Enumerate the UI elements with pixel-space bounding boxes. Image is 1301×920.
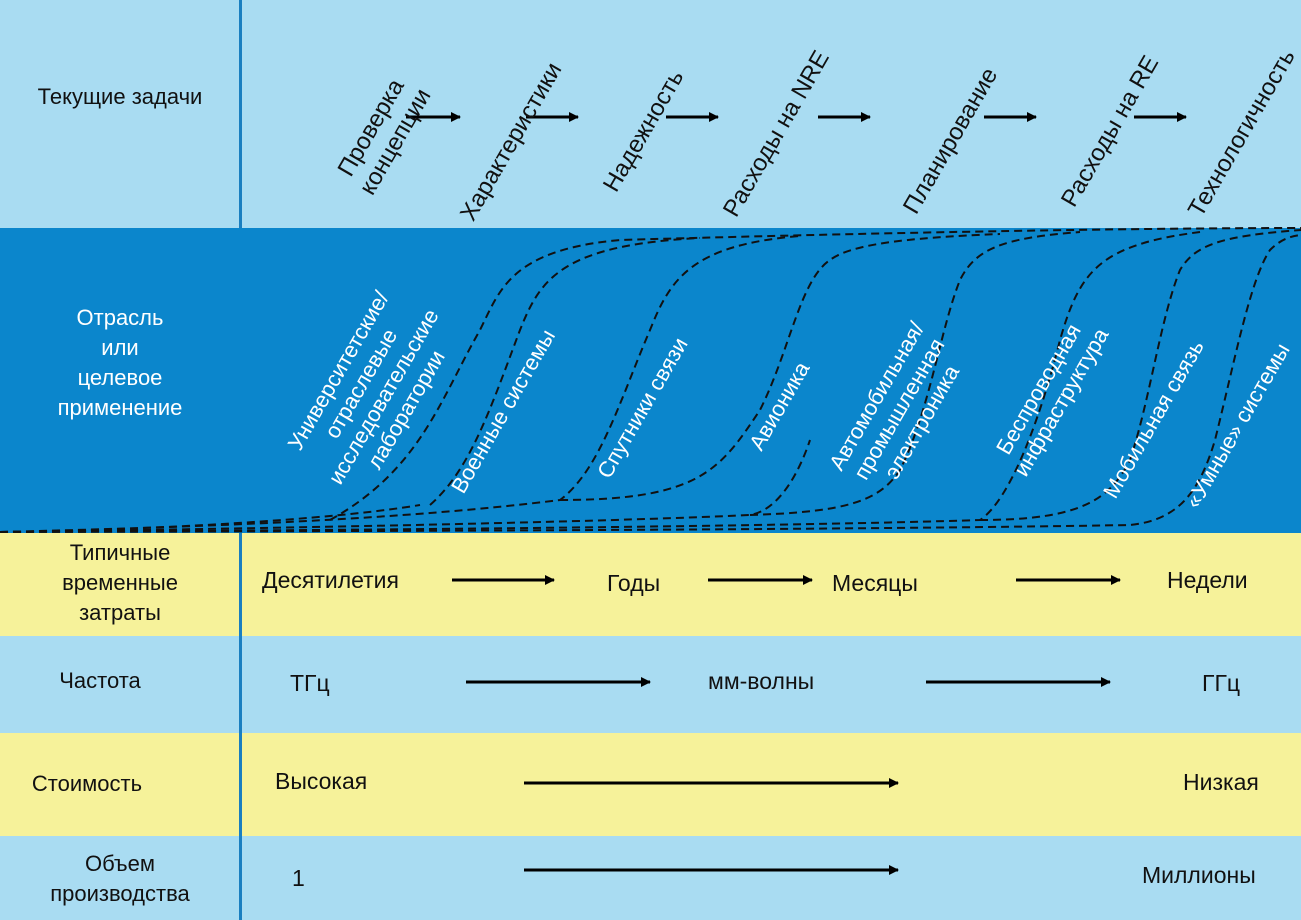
time-decades: Десятилетия xyxy=(262,567,399,593)
cost-high: Высокая xyxy=(275,768,368,794)
column-divider xyxy=(239,0,242,228)
time-weeks: Недели xyxy=(1167,567,1248,593)
volume-millions: Миллионы xyxy=(1142,862,1256,888)
row-label-tasks: Текущие задачи xyxy=(37,84,203,109)
volume-one: 1 xyxy=(292,865,305,891)
row-industry-bg xyxy=(0,228,1301,533)
row-label-cost: Стоимость xyxy=(31,771,143,796)
row-volume-bg xyxy=(0,836,1301,920)
row-tasks-bg xyxy=(0,0,1301,228)
time-years: Годы xyxy=(607,570,661,596)
row-label-industry: Отрасль или целевое применение xyxy=(57,305,183,420)
row-label-volume: Объем производства xyxy=(50,851,190,906)
row-label-frequency: Частота xyxy=(59,668,141,693)
industry-bands xyxy=(0,227,1301,533)
freq-thz: ТГц xyxy=(290,670,330,696)
cost-low: Низкая xyxy=(1183,769,1259,795)
row-time-bg xyxy=(0,533,1301,636)
freq-mmwave: мм-волны xyxy=(708,668,815,694)
column-divider xyxy=(239,533,242,920)
row-label-time: Типичные временные затраты xyxy=(62,540,178,625)
freq-ghz: ГГц xyxy=(1202,670,1241,696)
time-months: Месяцы xyxy=(832,570,918,596)
